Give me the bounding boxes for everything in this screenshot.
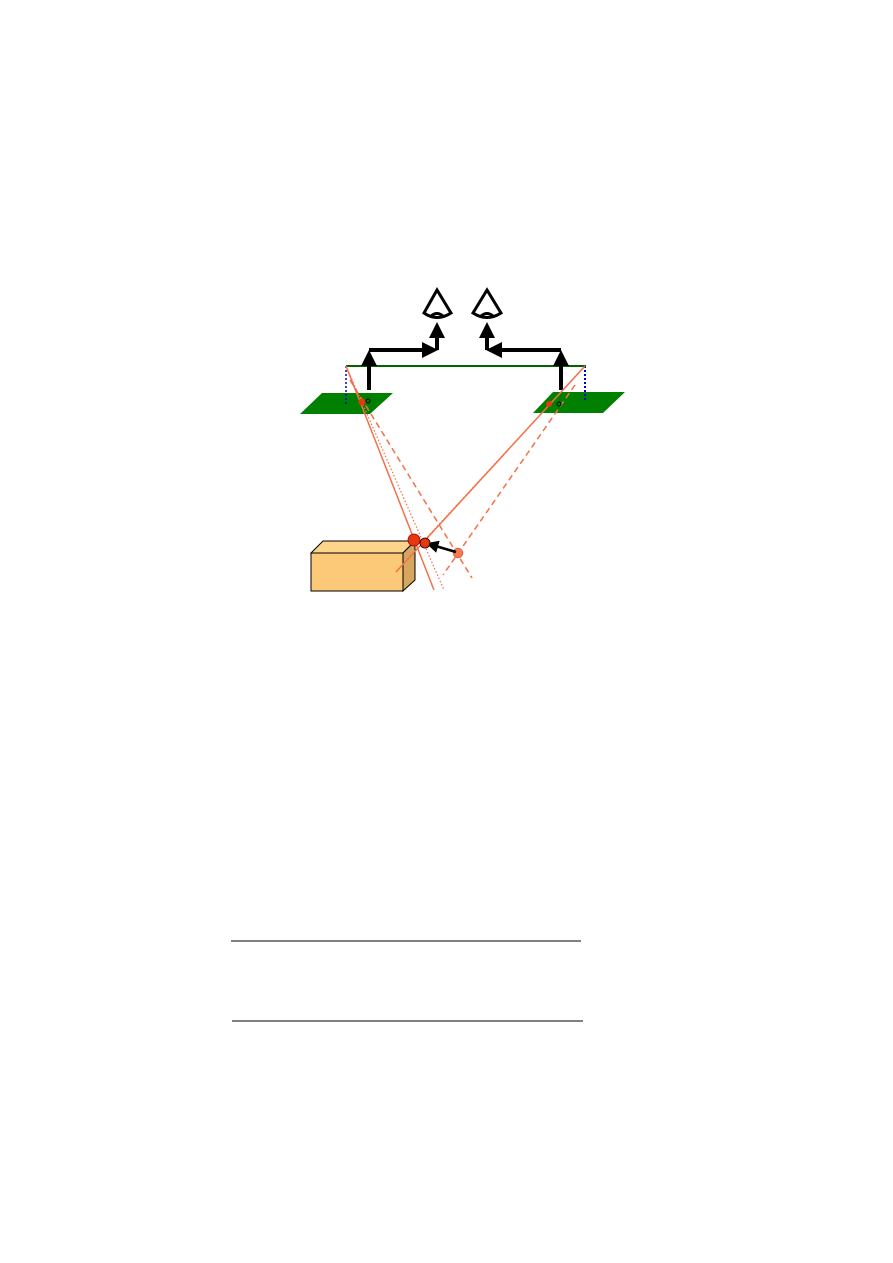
eye-icon-right [470,287,504,319]
eye-icon-left [422,287,454,319]
right-signal-arrow [479,322,569,390]
true-point [407,533,421,547]
left-image-point [358,398,366,406]
object-box [309,539,417,593]
estimated-point-light [452,547,464,559]
right-image-point [546,401,552,407]
ray-right-dashed [442,384,576,576]
right-image-point-marker [556,401,562,407]
estimated-point-mid [419,537,431,549]
correction-arrow [426,540,457,554]
ray-left-dashed [349,379,473,579]
left-image-point-marker [365,398,371,404]
left-signal-arrow [361,322,445,390]
